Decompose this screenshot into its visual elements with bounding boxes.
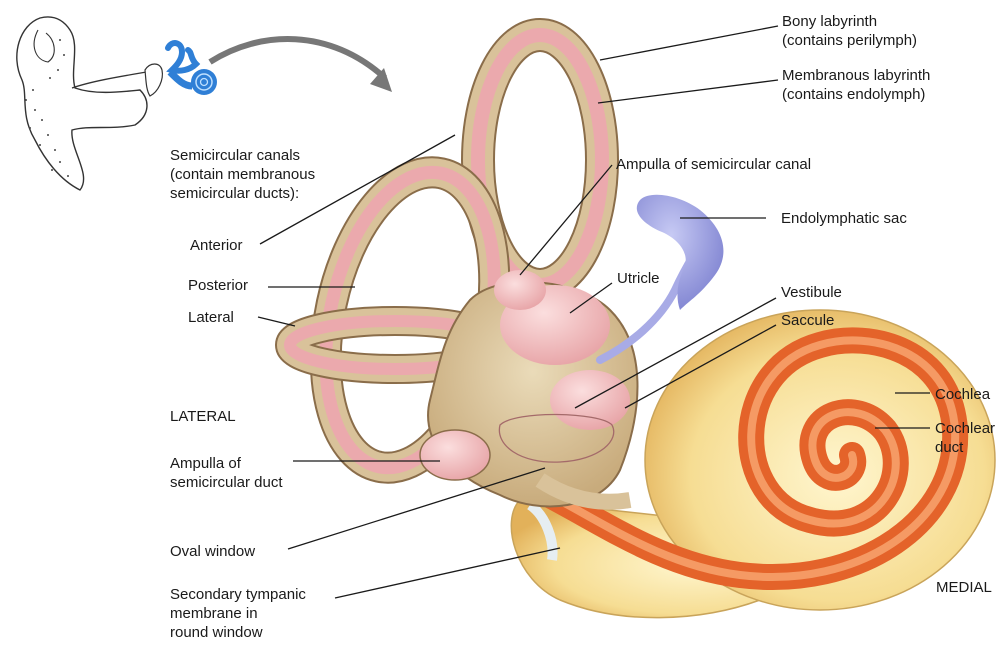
posterior-label: Posterior bbox=[188, 276, 248, 295]
ampulla-canal-shape bbox=[494, 270, 546, 310]
lateral-side-label: LATERAL bbox=[170, 407, 236, 426]
endolymphatic-sac bbox=[637, 195, 724, 310]
endolymphatic-sac-label: Endolymphatic sac bbox=[781, 209, 907, 228]
medial-side-label: MEDIAL bbox=[936, 578, 992, 597]
saccule-label: Saccule bbox=[781, 311, 834, 330]
ampulla-duct-shape bbox=[420, 430, 490, 480]
inset-inner-ear bbox=[168, 43, 217, 95]
cochlea-label: Cochlea bbox=[935, 385, 990, 404]
inset-ossicles bbox=[145, 64, 162, 96]
utricle-label: Utricle bbox=[617, 269, 660, 288]
round-window-label: Secondary tympanic membrane in round win… bbox=[170, 585, 306, 642]
ampulla-canal-label: Ampulla of semicircular canal bbox=[616, 155, 811, 174]
cochlear-duct-label: Cochlear duct bbox=[935, 419, 995, 457]
membranous-labyrinth-label: Membranous labyrinth (contains endolymph… bbox=[782, 66, 930, 104]
semicircular-canals-label: Semicircular canals (contain membranous … bbox=[170, 146, 315, 203]
vestibule bbox=[420, 270, 638, 506]
ear-outline bbox=[17, 17, 147, 190]
inset-arrow bbox=[210, 39, 385, 78]
oval-window-label: Oval window bbox=[170, 542, 255, 561]
bony-labyrinth-label: Bony labyrinth (contains perilymph) bbox=[782, 12, 917, 50]
anterior-label: Anterior bbox=[190, 236, 243, 255]
lateral-canal-label: Lateral bbox=[188, 308, 234, 327]
vestibule-label: Vestibule bbox=[781, 283, 842, 302]
ampulla-duct-label: Ampulla of semicircular duct bbox=[170, 454, 283, 492]
